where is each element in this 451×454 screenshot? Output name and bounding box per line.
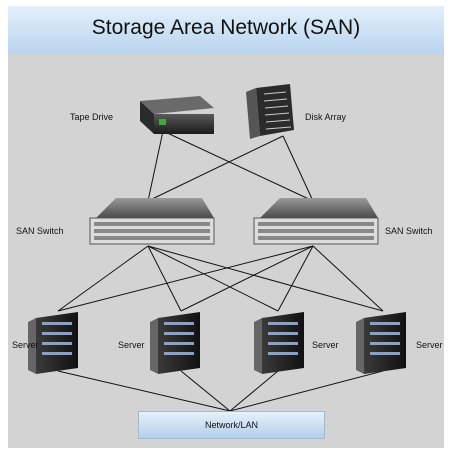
tape-drive-icon	[140, 96, 214, 134]
link-switchL-server4	[147, 245, 384, 312]
server-4-label: Server	[416, 340, 443, 350]
disk-array-icon	[246, 84, 294, 139]
network-lan-label: Network/LAN	[204, 420, 258, 430]
link-tape-switch-left	[147, 130, 164, 202]
san-switch-left-label: SAN Switch	[16, 226, 64, 236]
link-switchR-server2	[180, 245, 314, 312]
link-server2-lan	[180, 370, 231, 412]
link-server4-lan	[229, 370, 384, 412]
san-switch-left-icon	[89, 198, 215, 245]
link-switchR-server4	[312, 245, 384, 312]
server-2-label: Server	[118, 340, 145, 350]
server-4-icon	[356, 312, 406, 374]
server-2-icon	[150, 312, 200, 374]
link-tape-switch-right	[162, 130, 314, 202]
link-switchL-server1	[57, 245, 149, 312]
title-banner: Storage Area Network (SAN)	[8, 6, 444, 54]
link-server3-lan	[229, 370, 279, 412]
server-1-icon	[28, 312, 78, 374]
server-3-label: Server	[312, 340, 339, 350]
link-switchR-server1	[57, 245, 314, 312]
diagram-title: Storage Area Network (SAN)	[91, 16, 361, 39]
server-1-label: Server	[12, 340, 39, 350]
network-lan-box: Network/LAN	[138, 411, 325, 439]
server-3-icon	[254, 312, 304, 374]
link-switchR-server3	[277, 245, 314, 312]
tape-drive-label: Tape Drive	[70, 112, 114, 122]
link-switchL-server2	[147, 245, 182, 312]
san-switch-right-label: SAN Switch	[385, 226, 433, 236]
link-disk-switch-left	[147, 135, 284, 202]
disk-array-label: Disk Array	[305, 112, 347, 122]
connections	[57, 130, 384, 412]
link-server1-lan	[57, 370, 231, 412]
diagram-frame: Storage Area Network (SAN)	[8, 6, 444, 448]
san-diagram	[28, 84, 406, 412]
link-switchL-server3	[147, 245, 279, 312]
link-disk-switch-right	[282, 135, 314, 202]
san-switch-right-icon	[253, 198, 379, 245]
